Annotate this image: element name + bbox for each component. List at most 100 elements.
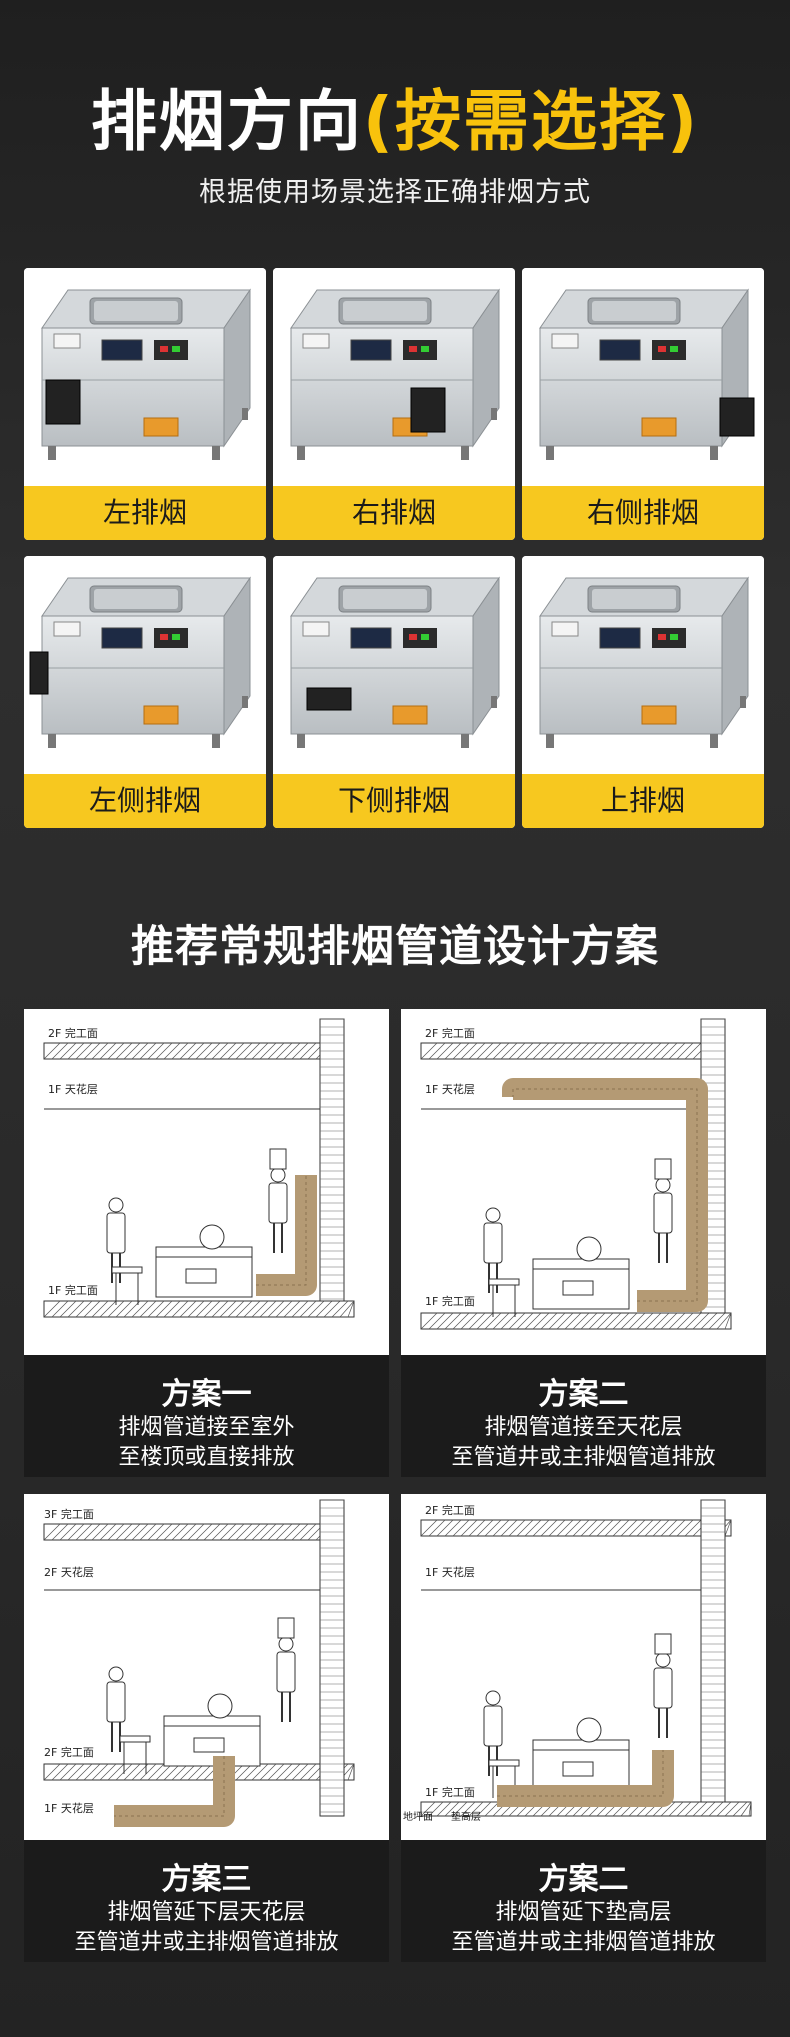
direction-label: 左侧排烟: [24, 774, 266, 828]
floor-slab-bottom-hatch: [652, 1312, 670, 1330]
chef-hat: [654, 1158, 672, 1180]
floor-slab-bottom-hatch: [259, 1763, 277, 1781]
floor-slab-bottom-hatch: [331, 1300, 349, 1318]
floor-slab-top-hatch: [484, 1519, 502, 1537]
floor-slab-bottom-hatch: [115, 1300, 133, 1318]
floor-slab-bottom-hatch: [251, 1300, 269, 1318]
direction-card-bottom[interactable]: 下侧排烟: [273, 556, 515, 828]
floor-slab-top-hatch: [436, 1519, 454, 1537]
floor-slab-top-hatch: [187, 1523, 205, 1541]
control-panel: [403, 628, 437, 648]
plan-title: 方案三: [161, 1862, 252, 1897]
plan-desc-line-1: 排烟管延下层天花层: [107, 1900, 306, 1925]
floor-bottom-label: 1F 完工面: [425, 1294, 475, 1308]
floor-slab-bottom-hatch: [700, 1801, 716, 1817]
floor-slab-top-hatch: [123, 1523, 141, 1541]
floor-slab-bottom-hatch: [155, 1763, 173, 1781]
direction-label: 右排烟: [273, 486, 515, 540]
floor-slab-bottom-hatch: [275, 1763, 293, 1781]
floor-slab-bottom-hatch: [548, 1312, 566, 1330]
control-led: [658, 634, 666, 640]
floor-slab-top-hatch: [492, 1519, 510, 1537]
floor-slab-bottom-hatch: [668, 1801, 684, 1817]
fryer-leg: [242, 408, 248, 420]
floor-slab-top-hatch: [227, 1523, 245, 1541]
floor-slab-bottom-hatch: [163, 1300, 181, 1318]
control-led: [658, 346, 666, 352]
hero-title-highlight: (按需选择): [362, 83, 700, 160]
exhaust-box: [719, 397, 755, 437]
fryer-illustration: [24, 268, 266, 486]
direction-label: 上排烟: [522, 774, 764, 828]
ceiling-label: 1F 天花层: [425, 1566, 475, 1579]
control-led: [421, 634, 429, 640]
floor-slab-bottom-hatch: [524, 1312, 542, 1330]
floor-slab-bottom-hatch: [203, 1300, 221, 1318]
side-handle: [53, 333, 81, 349]
plan-card-2: 2F 完工面 1F 天花层 1F 完工面 方案二 排烟管道接至天花层 至管道井或…: [401, 1009, 766, 1477]
control-panel: [652, 628, 686, 648]
floor-slab-top-hatch: [644, 1519, 662, 1537]
exhaust-duct-seam: [114, 1756, 225, 1817]
floor-slab-bottom-hatch: [59, 1300, 77, 1318]
table-panel: [193, 1737, 225, 1753]
chef-head: [655, 1177, 671, 1193]
floor-slab-bottom-hatch: [420, 1312, 438, 1330]
floor-slab-top-hatch: [436, 1042, 454, 1060]
floor-slab-top-hatch: [596, 1042, 614, 1060]
floor-slab-bottom-hatch: [171, 1300, 189, 1318]
brick-wall: [319, 1018, 345, 1302]
floor-slab-top-hatch: [444, 1042, 462, 1060]
floor-slab-top-hatch: [588, 1042, 606, 1060]
floor-slab-top-hatch: [59, 1042, 77, 1060]
floor-top-label: 2F 完工面: [48, 1026, 98, 1040]
floor-slab-top-hatch: [251, 1042, 269, 1060]
floor-slab-top-hatch: [283, 1523, 301, 1541]
floor-slab-bottom-hatch: [51, 1763, 69, 1781]
direction-card-left-side[interactable]: 左侧排烟: [24, 556, 266, 828]
direction-card-top[interactable]: 上排烟: [522, 556, 764, 828]
fryer-leg: [461, 734, 469, 748]
direction-card-left[interactable]: 左排烟: [24, 268, 266, 540]
duct-diagram: 3F 完工面 2F 天花层 2F 完工面 1F 天花层: [24, 1494, 389, 1840]
floor-slab-top-hatch: [203, 1042, 221, 1060]
fryer-illustration: [273, 556, 515, 774]
floor-slab-top-hatch: [235, 1523, 253, 1541]
floor-slab-bottom-hatch: [532, 1312, 550, 1330]
plan-title: 方案二: [538, 1862, 629, 1897]
floor-slab-bottom-hatch: [420, 1801, 436, 1817]
duct-diagram: 2F 完工面 1F 天花层 1F 完工面: [401, 1009, 766, 1355]
floor-slab-top-hatch: [99, 1042, 117, 1060]
floor-slab-top-hatch: [612, 1042, 630, 1060]
floor-slab-top-hatch: [155, 1523, 173, 1541]
floor-slab-bottom-hatch: [275, 1300, 293, 1318]
floor-slab-bottom-hatch: [508, 1312, 526, 1330]
stool-seat: [488, 1278, 520, 1286]
floor-slab-top-hatch: [211, 1042, 229, 1060]
section-title: 推荐常规排烟管道设计方案: [131, 922, 659, 972]
warning-label: [641, 417, 677, 437]
floor-slab-top-hatch: [652, 1519, 670, 1537]
floor-slab-top-hatch: [243, 1042, 261, 1060]
floor-slab-top-hatch: [299, 1523, 317, 1541]
floor-slab-top-hatch: [420, 1519, 438, 1537]
plan-desc-line-2: 至楼顶或直接排放: [118, 1445, 295, 1470]
fryer-leg: [242, 696, 248, 708]
direction-card-right[interactable]: 右排烟: [273, 268, 515, 540]
floor-slab-top-hatch: [620, 1042, 638, 1060]
floor-slab-top-hatch: [147, 1523, 165, 1541]
floor-top-label: 3F 完工面: [44, 1507, 94, 1521]
fryer-leg: [48, 734, 56, 748]
floor-slab-bottom-hatch: [187, 1763, 205, 1781]
customer-body: [483, 1705, 503, 1747]
fryer-illustration: [24, 556, 266, 774]
floor-slab-top-hatch: [115, 1042, 133, 1060]
floor-slab-bottom-hatch: [155, 1300, 173, 1318]
floor-slab-top-hatch: [636, 1042, 654, 1060]
direction-card-right-side[interactable]: 右侧排烟: [522, 268, 764, 540]
floor-slab-bottom-hatch: [492, 1312, 510, 1330]
plan-title: 方案一: [161, 1377, 252, 1412]
floor-slab-bottom-hatch: [724, 1801, 740, 1817]
duct-diagram: 2F 完工面 1F 天花层 1F 完工面 地坪面 垫高层: [401, 1494, 766, 1840]
duct-diagram: 2F 完工面 1F 天花层 1F 完工面: [24, 1009, 389, 1355]
